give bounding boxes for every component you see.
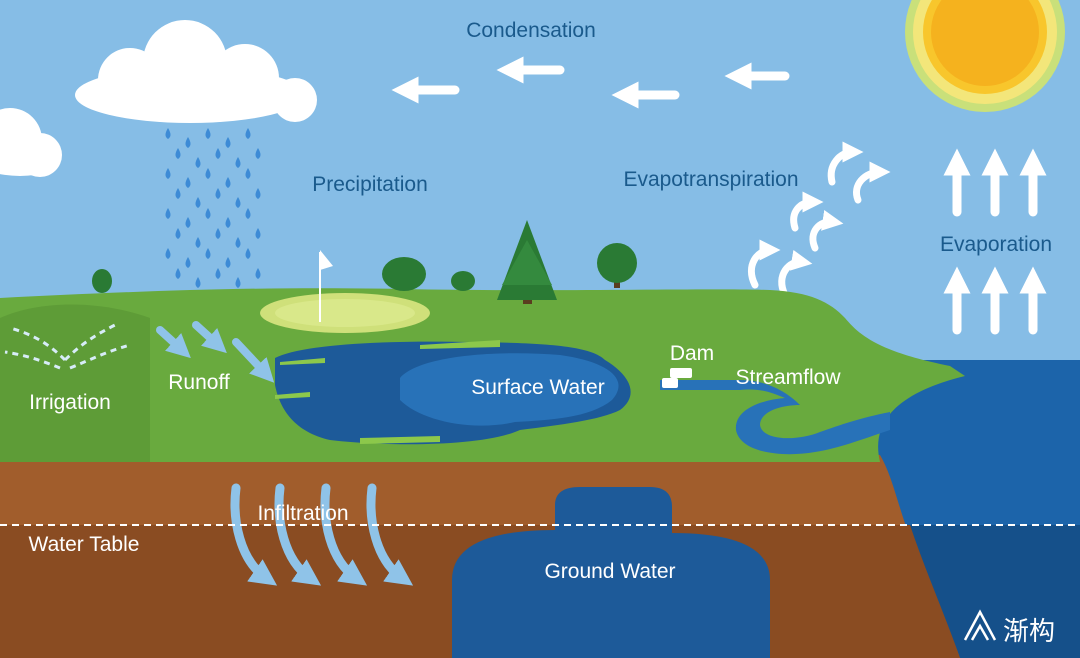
ground-water	[452, 487, 770, 658]
watermark-text: 渐构	[1003, 617, 1055, 647]
rain-drop	[245, 128, 251, 139]
hill	[0, 304, 150, 462]
rain-drop	[195, 277, 201, 288]
rain-drop	[175, 268, 181, 279]
rain-drop	[195, 157, 201, 168]
watermark: 渐构	[963, 609, 1055, 647]
reeds	[275, 340, 500, 444]
rain-drop	[165, 248, 171, 259]
tree-icon	[597, 243, 637, 288]
surface-water-label: Surface Water	[471, 376, 604, 399]
rain-drop	[185, 177, 191, 188]
evaporation-arrows	[943, 148, 1047, 335]
evaporation-label: Evaporation	[940, 233, 1052, 256]
rain-cloud-icon	[75, 20, 317, 123]
evapotranspiration-arrows	[747, 141, 891, 299]
ground-water-label: Ground Water	[544, 560, 675, 583]
rain-drop	[235, 277, 241, 288]
condensation-arrows	[391, 56, 790, 109]
rain-drop	[175, 188, 181, 199]
dam-label: Dam	[670, 342, 714, 365]
rain-drop	[195, 197, 201, 208]
rain-drop	[165, 128, 171, 139]
rain-drop	[185, 137, 191, 148]
rain-drop	[255, 228, 261, 239]
rain-drop	[165, 208, 171, 219]
bush-icon	[92, 257, 475, 293]
rain-drop	[205, 248, 211, 259]
surface-water-inner	[400, 353, 619, 426]
rain-drop	[225, 177, 231, 188]
sun-icon	[905, 0, 1065, 112]
evapotranspiration-label: Evapotranspiration	[623, 168, 798, 191]
rain-drop	[205, 208, 211, 219]
condensation-label: Condensation	[466, 19, 596, 42]
rain-drop	[215, 268, 221, 279]
rain-drop	[255, 268, 261, 279]
rain-drop	[225, 217, 231, 228]
tree-icon	[497, 220, 557, 304]
rain-drops	[165, 128, 261, 288]
rain-drop	[215, 228, 221, 239]
stream	[660, 380, 890, 455]
rain-drop	[245, 248, 251, 259]
rain-drop	[215, 188, 221, 199]
dam-icon	[662, 368, 692, 388]
golf-flag-icon	[319, 250, 333, 322]
rain-drop	[205, 168, 211, 179]
rain-drop	[175, 228, 181, 239]
rain-drop	[185, 257, 191, 268]
rain-drop	[235, 157, 241, 168]
rain-drop	[245, 168, 251, 179]
infiltration-label: Infiltration	[257, 502, 348, 525]
rain-drop	[235, 197, 241, 208]
streamflow-label: Streamflow	[735, 366, 841, 389]
watermark-logo-icon	[963, 609, 997, 641]
runoff-label: Runoff	[168, 371, 230, 394]
infiltration-arrows	[230, 483, 414, 586]
rain-drop	[255, 188, 261, 199]
rain-drop	[195, 237, 201, 248]
rain-drop	[225, 137, 231, 148]
irrigation-spray	[4, 323, 131, 370]
rain-drop	[225, 257, 231, 268]
rain-drop	[205, 128, 211, 139]
rain-drop	[245, 208, 251, 219]
rain-drop	[215, 148, 221, 159]
irrigation-label: Irrigation	[29, 391, 111, 414]
rain-drop	[255, 148, 261, 159]
rain-drop	[175, 148, 181, 159]
rain-drop	[235, 237, 241, 248]
runoff-arrows	[156, 321, 275, 383]
rain-drop	[185, 217, 191, 228]
precipitation-label: Precipitation	[312, 173, 428, 196]
water-table-label: Water Table	[29, 533, 140, 556]
rain-drop	[165, 168, 171, 179]
cloud-icon	[0, 108, 62, 177]
